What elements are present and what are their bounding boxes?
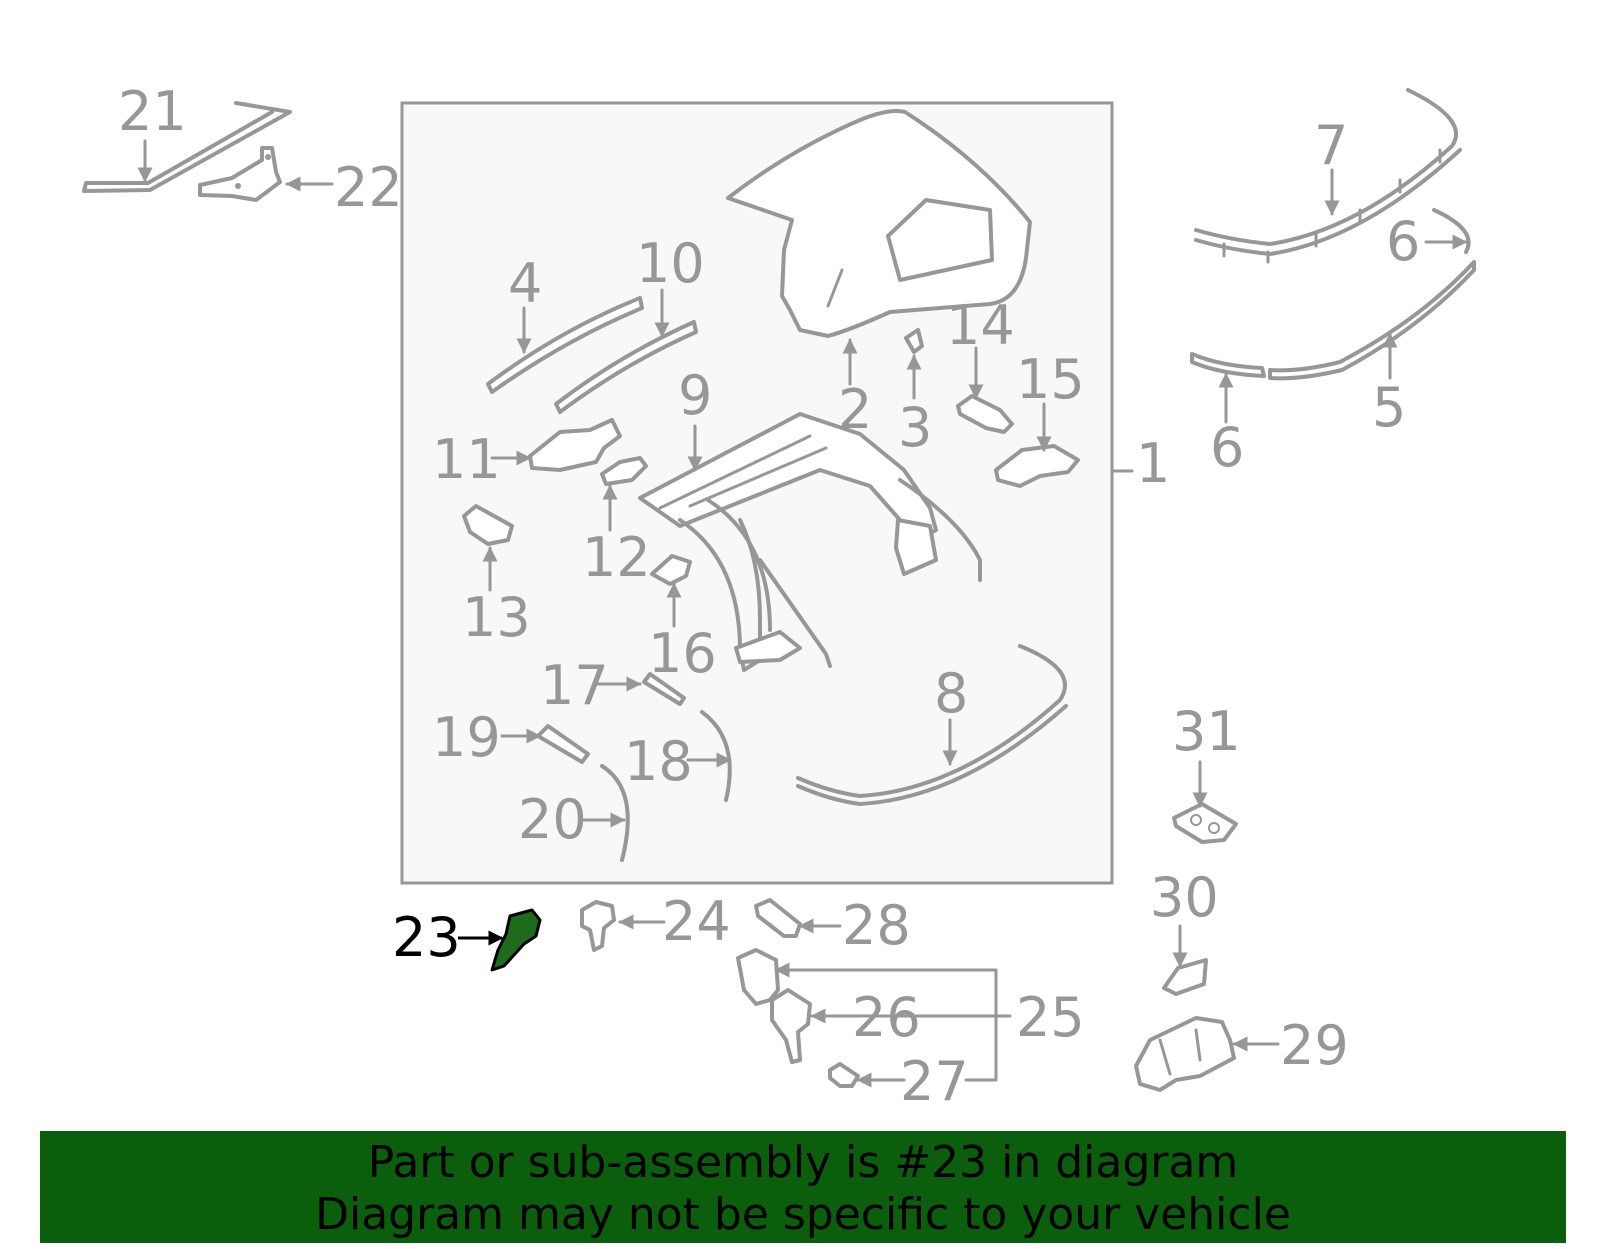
part-21-shape <box>82 101 292 193</box>
part-20-shape <box>600 764 630 862</box>
part-15-shape <box>994 444 1080 488</box>
part-28-shape <box>754 898 802 938</box>
callout-23: 23 <box>392 906 461 969</box>
callout-6-upper: 6 <box>1386 210 1420 273</box>
callout-17: 17 <box>540 654 609 717</box>
callout-26: 26 <box>852 986 921 1049</box>
callout-19: 19 <box>432 706 501 769</box>
callout-5: 5 <box>1372 376 1406 439</box>
callout-21: 21 <box>118 80 187 143</box>
part-2-shape <box>726 109 1032 338</box>
part-9-shape <box>638 412 982 672</box>
callout-14: 14 <box>946 294 1015 357</box>
callout-9: 9 <box>678 364 712 427</box>
callout-28: 28 <box>842 894 911 957</box>
callout-2: 2 <box>838 378 872 441</box>
callout-30: 30 <box>1150 866 1219 929</box>
callout-31: 31 <box>1172 700 1241 763</box>
callout-13: 13 <box>462 586 531 649</box>
callout-11: 11 <box>432 428 501 491</box>
part-6-upper-shape <box>1432 208 1471 254</box>
part-3-shape <box>904 328 924 354</box>
part-31-shape <box>1172 802 1238 844</box>
part-26-shape <box>770 988 812 1064</box>
part-18-shape <box>700 710 732 802</box>
part-22-shape <box>198 146 282 202</box>
part-10-shape <box>554 320 698 414</box>
callout-22: 22 <box>334 156 403 219</box>
callout-27: 27 <box>900 1050 969 1113</box>
part-27-shape <box>828 1062 860 1088</box>
part-12-shape <box>600 456 648 486</box>
part-23-shape <box>490 908 542 972</box>
callout-7: 7 <box>1314 114 1348 177</box>
callout-3: 3 <box>898 396 932 459</box>
part-11-shape <box>528 418 622 472</box>
part-13-shape <box>462 504 514 546</box>
banner-line-1: Part or sub-assembly is #23 in diagram <box>367 1137 1239 1188</box>
callout-25: 25 <box>1016 986 1085 1049</box>
part-30-shape <box>1162 958 1208 996</box>
part-5-shape <box>1268 260 1476 381</box>
callout-10: 10 <box>636 232 705 295</box>
callout-1: 1 <box>1136 432 1170 495</box>
part-8-shape <box>796 644 1068 806</box>
part-7-shape <box>1194 88 1462 264</box>
callout-15: 15 <box>1016 348 1085 411</box>
callout-24: 24 <box>662 890 731 953</box>
part-4-shape <box>486 296 644 394</box>
part-16-shape <box>650 554 692 586</box>
callout-18: 18 <box>624 730 693 793</box>
callout-6-lower: 6 <box>1210 416 1244 479</box>
callout-16: 16 <box>648 622 717 685</box>
callout-12: 12 <box>582 526 651 589</box>
part-17-shape <box>642 672 686 706</box>
part-29-shape <box>1134 1016 1236 1092</box>
part-25-shape <box>736 948 780 1006</box>
banner-line-2: Diagram may not be specific to your vehi… <box>315 1189 1291 1240</box>
part-24-shape <box>580 900 616 952</box>
callout-4: 4 <box>508 252 542 315</box>
callout-29: 29 <box>1280 1014 1349 1077</box>
callout-20: 20 <box>518 788 587 851</box>
part-6-lower-shape <box>1190 352 1266 378</box>
callout-8: 8 <box>934 662 968 725</box>
info-banner: Part or sub-assembly is #23 in diagram D… <box>40 1131 1566 1243</box>
part-19-shape <box>536 724 590 764</box>
